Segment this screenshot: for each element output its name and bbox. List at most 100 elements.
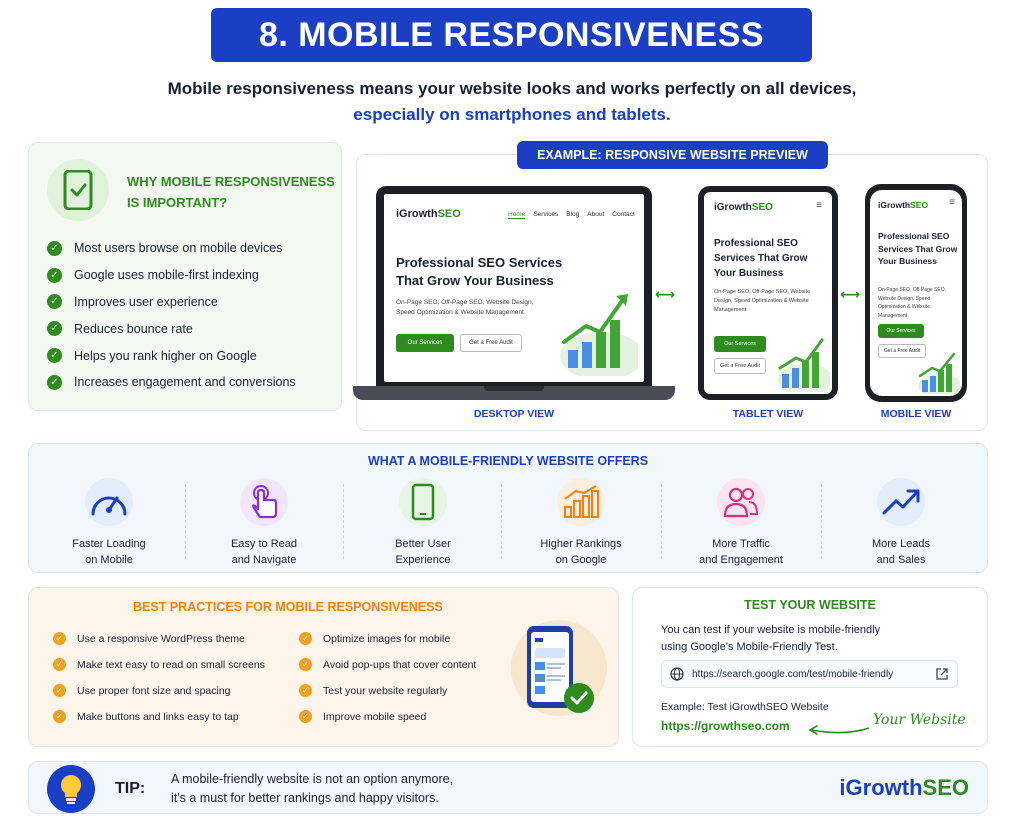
check-icon: ✓ [47,294,62,310]
brand-logo: iGrowthSEO [839,775,969,800]
tap-hand-icon [240,478,288,526]
example-site-link[interactable]: https://growthseo.com [661,719,790,733]
check-icon: ✓ [47,240,62,256]
list-item: ✓Improves user experience [47,289,296,316]
free-audit-button[interactable]: Get a Free Audit [878,344,926,358]
tablet-site-preview: iGrowthSEO ≡ Professional SEO Services T… [704,192,832,394]
site-logo: iGrowthSEO [878,200,929,210]
mobile-view-label: MOBILE VIEW [880,408,952,420]
tip-label: TIP: [115,780,146,797]
growth-chart-illustration [778,338,830,392]
growth-chart-illustration [560,294,638,376]
offers-title: WHAT A MOBILE-FRIENDLY WEBSITE OFFERS [367,454,649,468]
double-arrow-icon: ⟷ [655,286,676,302]
double-arrow-icon: ⟷ [840,286,861,302]
laptop-device: iGrowthSEO Home Services Blog About Cont… [376,186,652,386]
check-icon: ✓ [47,267,62,283]
tablet-device: iGrowthSEO ≡ Professional SEO Services T… [698,186,838,400]
test-title: TEST YOUR WEBSITE [744,598,876,612]
nav-services[interactable]: Services [533,211,559,218]
arrow-left-icon [808,725,870,735]
laptop-notch [484,386,544,391]
test-url[interactable]: https://search.google.com/test/mobile-fr… [692,668,894,680]
check-icon: ✓ [299,658,312,671]
phone-device: iGrowthSEO ≡ Professional SEO Services T… [865,184,967,402]
list-item: ✓Google uses mobile-first indexing [47,262,296,289]
nav-blog[interactable]: Blog [566,211,580,218]
page-title: 8. MOBILE RESPONSIVENESS [258,15,765,54]
test-url-box[interactable]: https://search.google.com/test/mobile-fr… [661,660,958,688]
users-icon [717,478,765,526]
nav-contact[interactable]: Contact [612,211,635,218]
nav-about[interactable]: About [587,211,605,218]
site-subtext: On-Page SEO, Off-Page SEO, Website Desig… [714,289,811,313]
tablet-view-label: TABLET VIEW [732,408,804,420]
tip-text: A mobile-friendly website is not an opti… [171,772,454,805]
site-logo: iGrowthSEO [714,202,773,213]
list-item: ✓Make buttons and links easy to tap [53,710,239,723]
our-services-button[interactable]: Our Services [396,334,454,352]
mobile-check-illustration [511,620,607,716]
list-item: ✓Most users browse on mobile devices [47,235,296,262]
best-practices-section: BEST PRACTICES FOR MOBILE RESPONSIVENESS… [28,587,619,747]
title-banner: 8. MOBILE RESPONSIVENESS [211,8,812,62]
site-subtext: On-Page SEO, Off-Page SEO, Website Desig… [878,287,946,319]
free-audit-button[interactable]: Get a Free Audit [460,334,522,352]
why-title: WHY MOBILE RESPONSIVENESS IS IMPORTANT? [127,174,335,210]
site-nav: Home Services Blog About Contact [508,211,635,219]
menu-icon[interactable]: ≡ [949,197,955,208]
menu-icon[interactable]: ≡ [816,200,822,211]
bar-growth-icon [557,478,605,526]
list-item: ✓Helps you rank higher on Google [47,342,296,369]
check-icon: ✓ [53,684,66,697]
site-logo: iGrowthSEO [396,208,461,220]
our-services-button[interactable]: Our Services [714,336,766,352]
nav-home[interactable]: Home [508,211,526,219]
check-icon: ✓ [299,710,312,723]
mobile-site-preview: iGrowthSEO ≡ Professional SEO Services T… [870,190,962,396]
list-item: ✓Make text easy to read on small screens [53,658,265,671]
external-link-icon[interactable] [935,667,949,681]
intro-line-1: Mobile responsiveness means your website… [167,79,857,98]
why-section: WHY MOBILE RESPONSIVENESS IS IMPORTANT? … [28,142,342,411]
intro-text: Mobile responsiveness means your website… [0,76,1024,128]
best-practices-title: BEST PRACTICES FOR MOBILE RESPONSIVENESS [133,600,443,614]
phone-check-icon [47,159,109,221]
list-item: ✓Use a responsive WordPress theme [53,632,245,645]
check-icon: ✓ [47,348,62,364]
growth-chart-illustration [918,352,960,394]
tip-section: TIP: A mobile-friendly website is not an… [28,761,988,814]
list-item: ✓Test your website regularly [299,684,447,697]
desktop-site-preview: iGrowthSEO Home Services Blog About Cont… [384,194,644,382]
lightbulb-icon [47,765,95,813]
site-headline: Professional SEO Services That Grow Your… [714,238,808,279]
list-item: ✓Increases engagement and conversions [47,369,296,396]
check-icon: ✓ [47,321,62,337]
list-item: ✓Avoid pop-ups that cover content [299,658,476,671]
trend-up-icon [877,478,925,526]
list-item: ✓Reduces bounce rate [47,315,296,342]
list-item: ✓Optimize images for mobile [299,632,450,645]
intro-line-2: especially on smartphones and tablets. [353,105,671,124]
our-services-button[interactable]: Our Services [878,324,924,338]
check-icon: ✓ [47,374,62,390]
desktop-view-label: DESKTOP VIEW [473,408,555,420]
check-icon: ✓ [53,632,66,645]
test-description: You can test if your website is mobile-f… [661,624,881,653]
test-section: TEST YOUR WEBSITE You can test if your w… [632,587,988,747]
offers-section: WHAT A MOBILE-FRIENDLY WEBSITE OFFERS Fa… [28,443,988,573]
check-icon: ✓ [299,684,312,697]
check-icon: ✓ [53,710,66,723]
check-icon: ✓ [299,632,312,645]
site-headline: Professional SEO Services That Grow Your… [878,231,958,266]
list-item: ✓Use proper font size and spacing [53,684,231,697]
smartphone-icon [399,478,447,526]
free-audit-button[interactable]: Get a Free Audit [714,358,766,374]
why-list: ✓Most users browse on mobile devices ✓Go… [47,235,296,396]
